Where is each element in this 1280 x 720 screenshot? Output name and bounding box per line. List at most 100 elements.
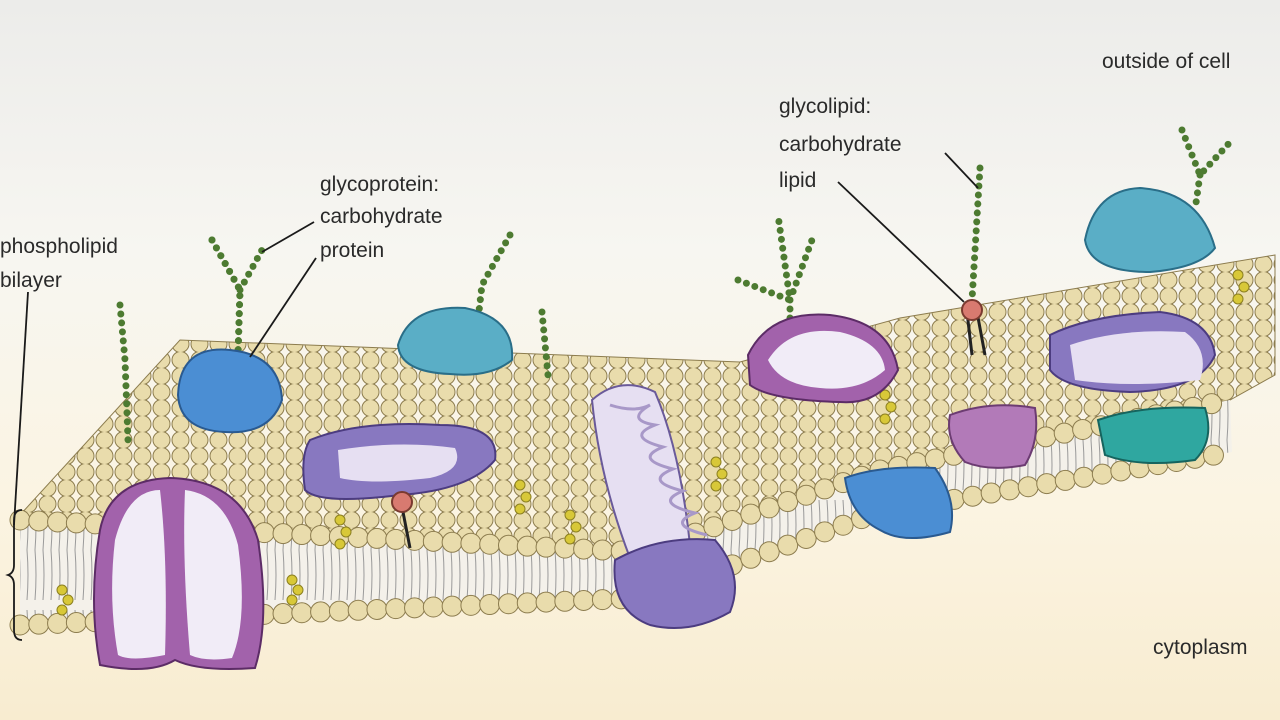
- carbohydrate-chain: [116, 301, 132, 444]
- glycolipid-carbohydrate: [968, 164, 984, 304]
- phospholipid-head: [366, 598, 388, 620]
- helix-coil: [609, 403, 708, 537]
- phospholipid-head: [441, 531, 463, 553]
- leader-lines: [5, 152, 979, 641]
- cholesterol: [879, 389, 897, 425]
- glycolipid-carbohydrate-pointer: [944, 152, 979, 189]
- cholesterol: [564, 509, 582, 545]
- lipid-tail: [401, 511, 412, 549]
- glycoprotein-blue: [176, 348, 284, 434]
- peripheral-protein-blue-lower: [843, 466, 954, 540]
- integral-protein-inner: [338, 444, 458, 482]
- phospholipid-head: [460, 594, 482, 616]
- phospholipid-head: [1110, 460, 1132, 482]
- integral-protein-right-inner: [1070, 331, 1203, 384]
- phospholipid-head: [347, 599, 369, 621]
- cholesterol: [286, 574, 304, 606]
- phospholipid-head: [516, 535, 538, 557]
- phospholipid-head: [65, 612, 87, 634]
- phospholipid-head: [422, 530, 444, 552]
- phospholipid-head: [1054, 469, 1076, 491]
- carbohydrate-chain: [1178, 126, 1236, 214]
- phospholipid-head: [9, 614, 31, 636]
- phospholipid-head: [1202, 444, 1224, 466]
- phospholipid-head: [385, 598, 407, 620]
- phospholipid-head: [795, 527, 817, 549]
- phospholipid-head: [9, 509, 31, 531]
- phospholipid-head: [47, 511, 69, 533]
- phospholipid-head: [497, 593, 519, 615]
- phospholipid-head: [554, 590, 576, 612]
- glycolipid: [961, 299, 987, 356]
- glycoprotein-carbohydrate-label: carbohydrate: [320, 205, 443, 228]
- phospholipid-head: [1035, 426, 1057, 448]
- phospholipid-head: [814, 478, 836, 500]
- membrane-cross-section: [20, 400, 1232, 625]
- phospholipid-head: [814, 521, 836, 543]
- phospholipid-head: [422, 596, 444, 618]
- outside-of-cell-label: outside of cell: [1102, 50, 1231, 73]
- channel-protein-right-half: [184, 490, 242, 660]
- lipid-head: [391, 491, 413, 513]
- glycoprotein-magenta-inner: [768, 330, 885, 389]
- phospholipid-head: [1036, 473, 1058, 495]
- carbohydrate-chain: [474, 231, 514, 324]
- phospholipid-head: [591, 539, 613, 561]
- phospholipid-head: [310, 525, 332, 547]
- phospholipid-head: [1201, 393, 1223, 415]
- phospholipid-head: [272, 603, 294, 625]
- phospholipid-head: [1053, 422, 1075, 444]
- phospholipid-head: [460, 532, 482, 554]
- glycolipid-left: [391, 491, 413, 549]
- phospholipid-head: [980, 482, 1002, 504]
- phospholipid-head: [832, 514, 854, 536]
- phospholipid-head: [28, 613, 50, 635]
- phospholipid-head: [795, 484, 817, 506]
- protein-green-teal: [1096, 406, 1210, 465]
- glycoprotein-carbohydrate-pointer: [261, 221, 315, 253]
- phospholipid-head: [740, 503, 762, 525]
- glycoprotein-carbohydrate-branch: [208, 236, 266, 359]
- peripheral-protein-teal: [396, 306, 514, 376]
- phospholipid-head: [535, 591, 557, 613]
- carbohydrate-chain: [734, 211, 816, 334]
- lipid-head: [961, 299, 983, 321]
- phospholipid-label: phospholipid: [0, 235, 118, 258]
- phospholipid-head: [924, 448, 946, 470]
- phospholipid-head: [703, 516, 725, 538]
- glycoprotein-carbohydrate: [208, 236, 244, 359]
- phospholipid-head: [385, 528, 407, 550]
- phospholipid-head: [441, 595, 463, 617]
- bilayer-bracket: [5, 509, 23, 641]
- peripheral-protein-teal-top: [1083, 186, 1217, 274]
- phospholipid-head: [777, 534, 799, 556]
- phospholipid-head: [1072, 418, 1094, 440]
- glycoprotein-protein-pointer: [249, 257, 317, 358]
- phospholipid-head: [291, 524, 313, 546]
- phospholipid-head: [573, 538, 595, 560]
- phospholipid-head: [758, 497, 780, 519]
- phospholipid-head: [28, 510, 50, 532]
- cholesterol: [1232, 269, 1250, 305]
- carbohydrate-chains: [116, 126, 1236, 444]
- channel-protein-left-half: [112, 490, 166, 659]
- phospholipid-head: [1017, 476, 1039, 498]
- glycolipid-carbohydrate-label: carbohydrate: [779, 133, 902, 156]
- phospholipid-head: [721, 509, 743, 531]
- phospholipid-head: [535, 536, 557, 558]
- phospholipid-head: [962, 485, 984, 507]
- protein-pink: [948, 404, 1038, 469]
- glycolipid-lipid-label: lipid: [779, 169, 817, 192]
- phospholipid-head: [1091, 463, 1113, 485]
- cholesterol: [514, 479, 532, 515]
- phospholipid-head: [591, 589, 613, 611]
- phospholipid-head: [516, 592, 538, 614]
- phospholipid-head: [777, 491, 799, 513]
- phospholipid-head: [479, 594, 501, 616]
- phospholipid-head: [999, 479, 1021, 501]
- phospholipid-head: [1073, 466, 1095, 488]
- cholesterol: [334, 514, 352, 550]
- phospholipid-head: [47, 612, 69, 634]
- cytoplasm-label: cytoplasm: [1153, 636, 1248, 659]
